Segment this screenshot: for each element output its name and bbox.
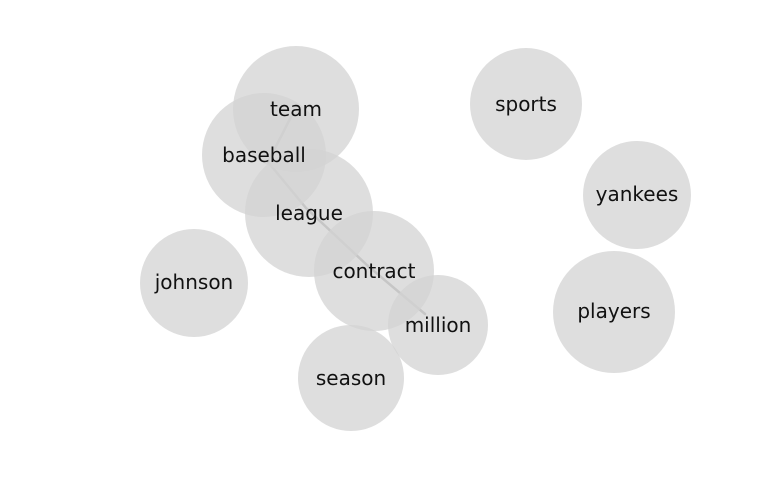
node-label-baseball: baseball	[222, 143, 306, 167]
bubble-yankees	[583, 141, 691, 249]
bubbles-layer	[140, 46, 691, 431]
bubble-players	[553, 251, 675, 373]
bubble-season	[298, 325, 404, 431]
node-label-sports: sports	[495, 92, 557, 116]
bubble-million	[388, 275, 488, 375]
node-label-contract: contract	[332, 259, 415, 283]
bubble-sports	[470, 48, 582, 160]
node-label-league: league	[275, 201, 343, 225]
node-label-team: team	[270, 97, 322, 121]
node-label-johnson: johnson	[154, 270, 233, 294]
bubble-johnson	[140, 229, 248, 337]
node-label-season: season	[316, 366, 386, 390]
labels-layer: team baseball league contract million jo…	[154, 92, 679, 390]
node-label-players: players	[577, 299, 650, 323]
node-label-yankees: yankees	[596, 182, 679, 206]
node-label-million: million	[405, 313, 472, 337]
